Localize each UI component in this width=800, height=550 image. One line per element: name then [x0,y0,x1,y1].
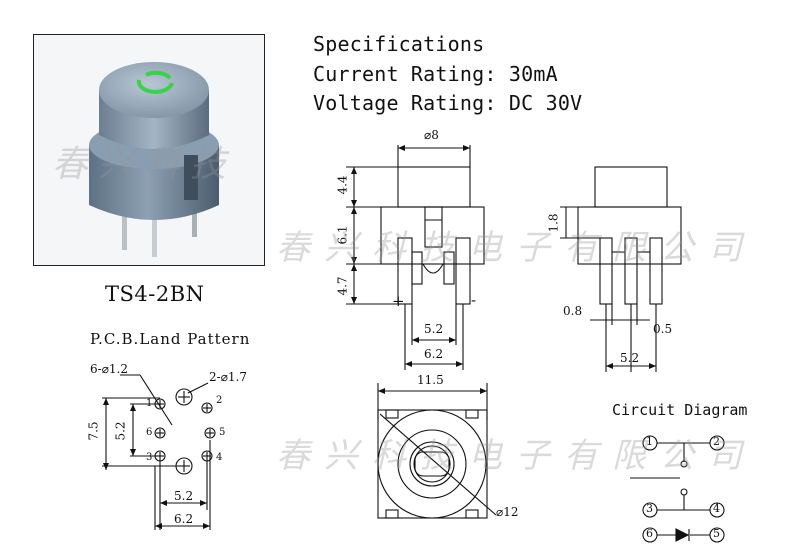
pcb-hole-small-label: 6-⌀1.2 [90,362,128,376]
photo-watermark: 春兴科技 [52,144,237,185]
circuit-diagram [630,442,710,542]
pcb-pin-4: 4 [216,452,223,463]
specs-current: Current Rating: 30mA [313,62,558,86]
node-4 [709,502,725,518]
node-3 [642,502,658,518]
pcb-dim-vertical-outer: 7.5 [86,421,101,441]
pcb-hole-large-label: 2-⌀1.7 [209,370,247,384]
circuit-node-2-label: 2 [713,435,720,448]
pcb-land-pattern [102,374,216,530]
pcb-dim-vertical-inner: 5.2 [113,421,128,441]
pcb-hole-5 [204,427,216,439]
specs-voltage: Voltage Rating: DC 30V [313,91,583,115]
node-5 [709,527,725,543]
pcb-hole-large-top [175,388,193,406]
pcb-dim-horizontal-outer: 6.2 [174,512,194,526]
pcb-pin-1: 1 [146,398,153,409]
pcb-hole-6 [154,427,166,439]
dim-pin-inner: 5.2 [424,322,444,336]
top-view [377,383,497,519]
pcb-pin-5: 5 [219,427,226,438]
pcb-pin-6: 6 [146,427,153,438]
node-2 [709,435,725,451]
side-view [560,166,682,372]
product-photo: 春兴科技 [33,34,265,266]
dim-h-pins: 4.7 [335,276,350,296]
plus-sign: + [392,292,405,310]
circuit-node-3-label: 3 [646,502,653,515]
dim-top-width: 11.5 [417,373,444,387]
dim-pin-w: 0.8 [563,304,583,318]
power-symbol-icon [136,70,174,94]
watermark-row-2: 春兴科技电子有限公司 [276,436,756,476]
pcb-pin-3: 3 [146,452,153,463]
front-view [346,145,485,370]
dim-top-diameter: ⌀12 [496,505,519,519]
watermark-row-1: 春兴科技电子有限公司 [276,228,756,268]
dim-pin-gap: 0.5 [653,322,673,336]
dim-h-cap: 4.4 [335,175,350,195]
node-6 [642,527,658,543]
specs-title: Specifications [313,32,485,56]
pcb-hole-2 [201,402,213,414]
circuit-node-5-label: 5 [713,527,720,540]
dim-pin-spacing: 5.2 [620,351,640,365]
dim-dia-top: ⌀8 [424,128,439,142]
circuit-node-4-label: 4 [713,502,720,515]
dim-pin-outer: 6.2 [424,347,444,361]
circuit-node-1-label: 1 [646,435,653,448]
model-name: TS4-2BN [105,282,205,306]
node-1 [642,435,658,451]
pcb-title: P.C.B.Land Pattern [90,330,251,348]
circuit-node-6-label: 6 [646,527,653,540]
pcb-pin-2: 2 [216,395,223,406]
switch-render-image [89,62,219,257]
minus-sign: - [471,291,477,309]
pcb-dim-horizontal-inner: 5.2 [174,489,194,503]
circuit-title: Circuit Diagram [612,401,748,419]
